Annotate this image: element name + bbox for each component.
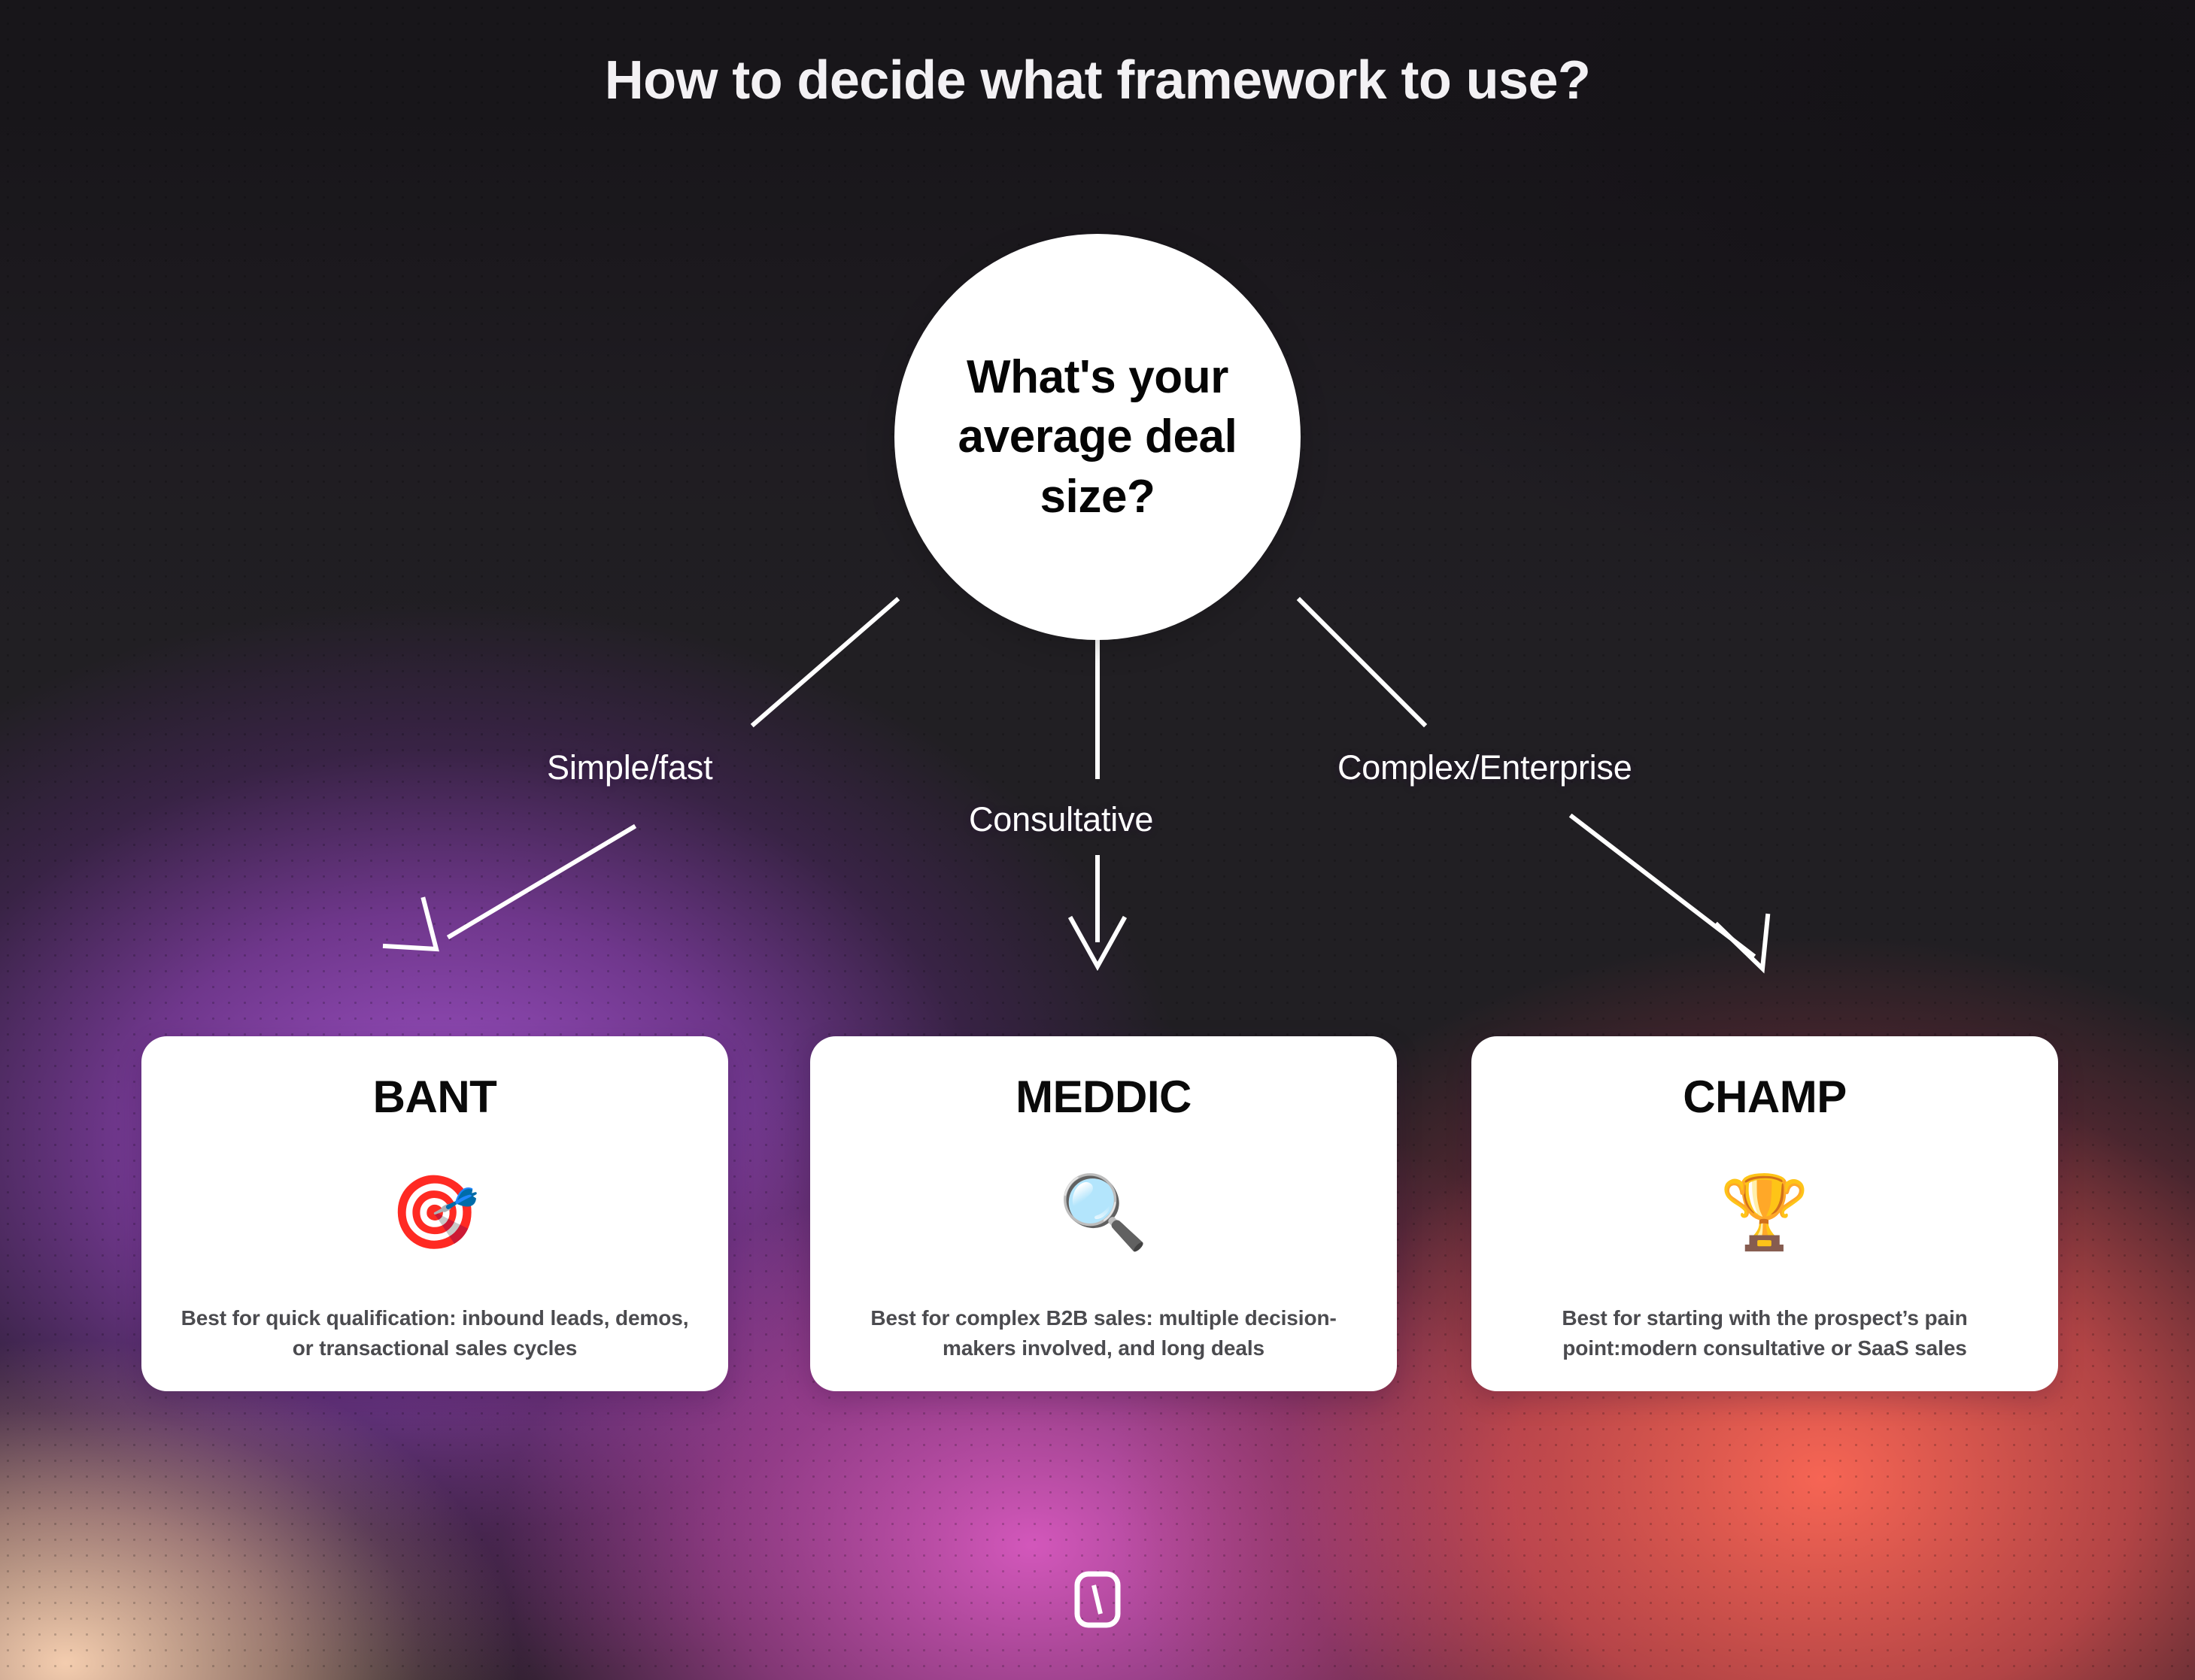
- page-title: How to decide what framework to use?: [604, 50, 1591, 111]
- trophy-icon: 🏆: [1720, 1172, 1810, 1253]
- framework-card-champ[interactable]: CHAMP 🏆 Best for starting with the prosp…: [1471, 1036, 2058, 1391]
- branch-label-consultative: Consultative: [969, 800, 1154, 838]
- card-description: Best for complex B2B sales: multiple dec…: [870, 1305, 1337, 1360]
- rounded-square-slash-logo: [1074, 1571, 1121, 1628]
- branch-label-simple-fast: Simple/fast: [547, 748, 713, 787]
- logo-outline: [1074, 1571, 1121, 1628]
- card-description: Best for quick qualification: inbound le…: [181, 1305, 689, 1360]
- framework-card-bant[interactable]: BANT 🎯 Best for quick qualification: inb…: [141, 1036, 728, 1391]
- card-title: CHAMP: [1683, 1072, 1847, 1122]
- root-decision-node[interactable]: What's your average deal size?: [894, 234, 1301, 640]
- framework-card-meddic[interactable]: MEDDIC 🔍 Best for complex B2B sales: mul…: [810, 1036, 1397, 1391]
- magnifying-glass-icon: 🔍: [1058, 1172, 1149, 1253]
- logo-slash: [1091, 1584, 1103, 1615]
- card-title: MEDDIC: [1016, 1072, 1192, 1122]
- root-decision-node-label: What's your average deal size?: [958, 350, 1237, 523]
- card-title: BANT: [372, 1072, 497, 1122]
- bullseye-dart-icon: 🎯: [390, 1172, 480, 1253]
- card-description: Best for starting with the prospect’s pa…: [1562, 1305, 1968, 1360]
- branch-label-complex-enterprise: Complex/Enterprise: [1337, 748, 1632, 787]
